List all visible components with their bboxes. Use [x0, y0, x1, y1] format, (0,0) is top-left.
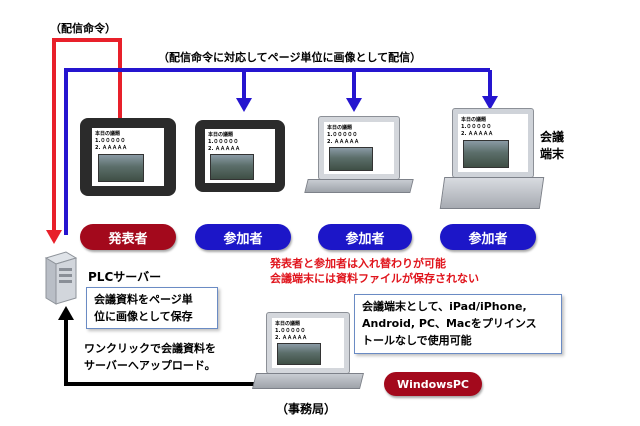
distribution-arrowhead-2	[346, 98, 362, 112]
screen-photo	[210, 154, 254, 180]
participant-tablet-screen: 本日の議題 1.０００００ 2. ＡＡＡＡＡ	[205, 129, 275, 183]
distribution-command-label: （配信命令）	[50, 22, 116, 35]
conference-terminal-label-2: 端末	[540, 147, 565, 161]
presenter-screen: 本日の議題 1.０００００ 2. ＡＡＡＡＡ	[92, 128, 164, 186]
upload-arrowhead	[58, 306, 74, 320]
swap-note-line-1: 発表者と参加者は入れ替わりが可能	[270, 257, 446, 270]
distribution-line	[64, 68, 490, 235]
plc-server-label: PLCサーバー	[88, 270, 162, 284]
conference-laptop-screen: 本日の議題 1.０００００ 2. ＡＡＡＡＡ	[458, 114, 528, 172]
participant-badge-1: 参加者	[195, 224, 291, 250]
screen-photo	[329, 147, 373, 171]
participant-laptop-screen: 本日の議題 1.０００００ 2. ＡＡＡＡＡ	[324, 122, 394, 174]
distribution-arrowhead-3	[482, 96, 498, 110]
swap-note-line-2: 会議端末には資料ファイルが保存されない	[270, 272, 479, 285]
presenter-badge: 発表者	[80, 224, 176, 250]
participant-tablet: 本日の議題 1.０００００ 2. ＡＡＡＡＡ	[195, 120, 285, 192]
conference-terminal-label-1: 会議	[540, 130, 565, 144]
server-icon	[42, 250, 78, 306]
distribution-arrowhead-1	[236, 98, 252, 112]
windows-pc-badge: WindowsPC	[384, 372, 482, 396]
upload-note: ワンクリックで会議資料を サーバーへアップロード。	[84, 342, 216, 372]
command-line	[52, 38, 122, 232]
screen-photo	[463, 140, 509, 168]
command-arrowhead	[46, 230, 62, 244]
participant-badge-2: 参加者	[318, 224, 412, 250]
upload-line	[64, 318, 254, 386]
office-label: （事務局）	[276, 402, 337, 416]
conference-laptop-lid: 本日の議題 1.０００００ 2. ＡＡＡＡＡ	[452, 108, 534, 178]
conference-laptop-base	[439, 177, 545, 209]
screen-photo	[98, 154, 144, 182]
presenter-tablet: 本日の議題 1.０００００ 2. ＡＡＡＡＡ	[80, 118, 176, 196]
distribution-per-page-label: （配信命令に対応してページ単位に画像として配信）	[158, 51, 422, 64]
office-laptop-screen: 本日の議題 1.０００００ 2. ＡＡＡＡＡ	[272, 318, 344, 368]
participant-laptop-base	[304, 179, 414, 193]
office-laptop-base	[252, 373, 364, 389]
participant-badge-3: 参加者	[440, 224, 536, 250]
participant-laptop-lid: 本日の議題 1.０００００ 2. ＡＡＡＡＡ	[318, 116, 400, 180]
server-storage-note: 会議資料をページ単 位に画像として保存	[86, 287, 218, 329]
screen-photo	[277, 343, 321, 365]
office-laptop-lid: 本日の議題 1.０００００ 2. ＡＡＡＡＡ	[266, 312, 350, 374]
terminal-support-note: 会議端末として、iPad/iPhone, Android, PC、Macをプリイ…	[354, 294, 562, 354]
